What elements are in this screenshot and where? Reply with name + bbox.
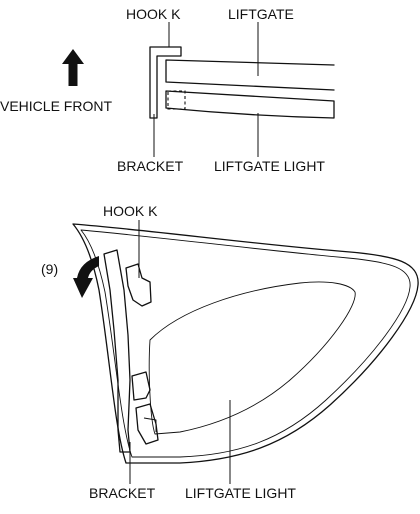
top-liftgate-label: LIFTGATE (228, 6, 294, 22)
bottom-liftgate-light-label: LIFTGATE LIGHT (185, 485, 296, 501)
lens-inner-outline (148, 281, 356, 435)
top-liftgate-light-label: LIFTGATE LIGHT (214, 158, 325, 174)
top-hook-k-dashed (167, 90, 186, 110)
housing-outer-outline (72, 223, 419, 464)
top-bracket-label: BRACKET (117, 158, 184, 174)
bottom-bracket-label: BRACKET (89, 485, 156, 501)
top-view: HOOK K LIFTGATE VEHICLE FRONT BRACKET LI… (0, 6, 335, 174)
rotation-arrow-icon (73, 256, 99, 298)
top-bracket-shape (149, 46, 182, 119)
housing-inner-outline (80, 229, 411, 458)
lower-clip-lower (135, 403, 159, 445)
lower-clip-upper (131, 371, 151, 401)
vehicle-front-label: VEHICLE FRONT (0, 98, 112, 114)
top-liftgate-light-shape (165, 90, 335, 119)
top-liftgate-panel (165, 59, 335, 91)
step-number-label: (9) (41, 261, 58, 277)
lower-clip-detail (143, 417, 157, 432)
vehicle-front-arrow-icon (62, 49, 84, 86)
bottom-hook-k-label: HOOK K (103, 203, 158, 219)
top-hook-k-label: HOOK K (126, 6, 181, 22)
bottom-view: HOOK K (9) BRACKET LIFTGATE LIGHT (41, 203, 419, 501)
